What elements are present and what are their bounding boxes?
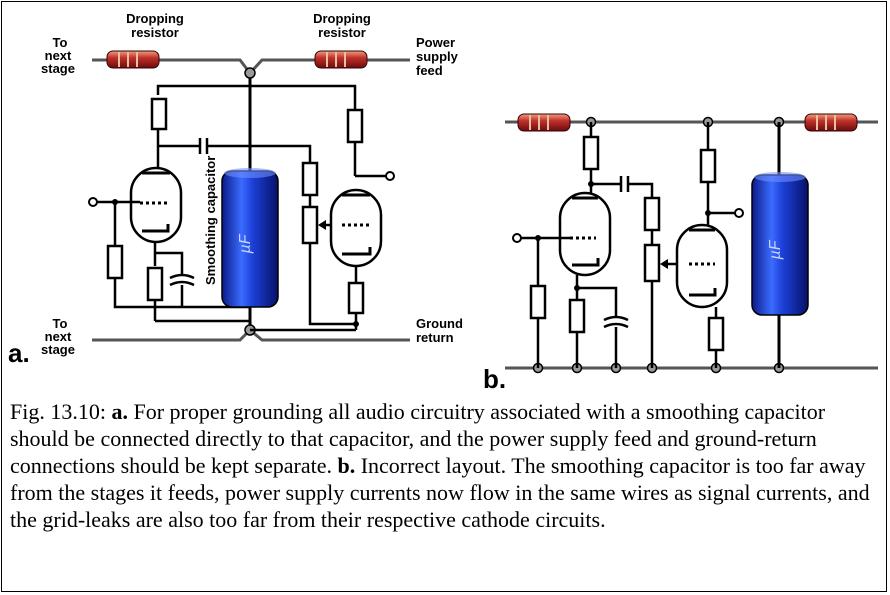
panel-a-label: a. (8, 338, 30, 368)
label-ground-return-2: return (416, 330, 454, 345)
panel-b: µF b. (483, 113, 878, 394)
tube-b-right (675, 223, 729, 309)
caption-a-label: a. (111, 399, 128, 424)
smoothing-capacitor-b: µF (751, 172, 809, 316)
label-to-next-stage-top-1: To (53, 35, 68, 50)
capacitor-marking-b: µF (767, 239, 784, 260)
caption-fig-number: Fig. 13.10: (10, 399, 112, 424)
label-power-supply-feed-3: feed (416, 63, 443, 78)
label-dropping-resistor-right-1: Dropping (313, 11, 371, 26)
dropping-resistor-left (106, 50, 160, 69)
capacitor-marking-a: µF (237, 233, 254, 254)
rail-resistor-right (804, 113, 858, 132)
caption-b-label: b. (337, 453, 356, 478)
caption-a-text: For proper grounding all audio circuitry… (10, 399, 826, 478)
figure-caption: Fig. 13.10: a. For proper grounding all … (10, 398, 880, 533)
rail-resistor-left (517, 113, 571, 132)
label-to-next-stage-bottom-2: next (45, 329, 72, 344)
schematic-diagram: µF Smoothing capacitor To next stage Dro… (8, 11, 878, 394)
label-ground-return-1: Ground (416, 316, 463, 331)
tube-left (129, 166, 183, 244)
panel-b-label: b. (483, 364, 506, 394)
tube-right (329, 188, 383, 268)
dropping-resistor-right (314, 50, 368, 69)
label-to-next-stage-bottom-1: To (53, 316, 68, 331)
caption-b-text: Incorrect layout. The smoothing capacito… (10, 453, 870, 532)
smoothing-capacitor: µF (221, 168, 279, 308)
label-power-supply-feed-2: supply (416, 49, 459, 64)
label-dropping-resistor-left-2: resistor (131, 25, 179, 40)
tube-b-left (558, 191, 612, 277)
smoothing-capacitor-label: Smoothing capacitor (203, 156, 218, 285)
label-dropping-resistor-left-1: Dropping (126, 11, 184, 26)
panel-a: µF Smoothing capacitor To next stage Dro… (8, 11, 463, 368)
label-to-next-stage-top-2: next (45, 48, 72, 63)
label-to-next-stage-top-3: stage (41, 61, 75, 76)
label-dropping-resistor-right-2: resistor (318, 25, 366, 40)
label-power-supply-feed-1: Power (416, 35, 455, 50)
label-to-next-stage-bottom-3: stage (41, 342, 75, 357)
